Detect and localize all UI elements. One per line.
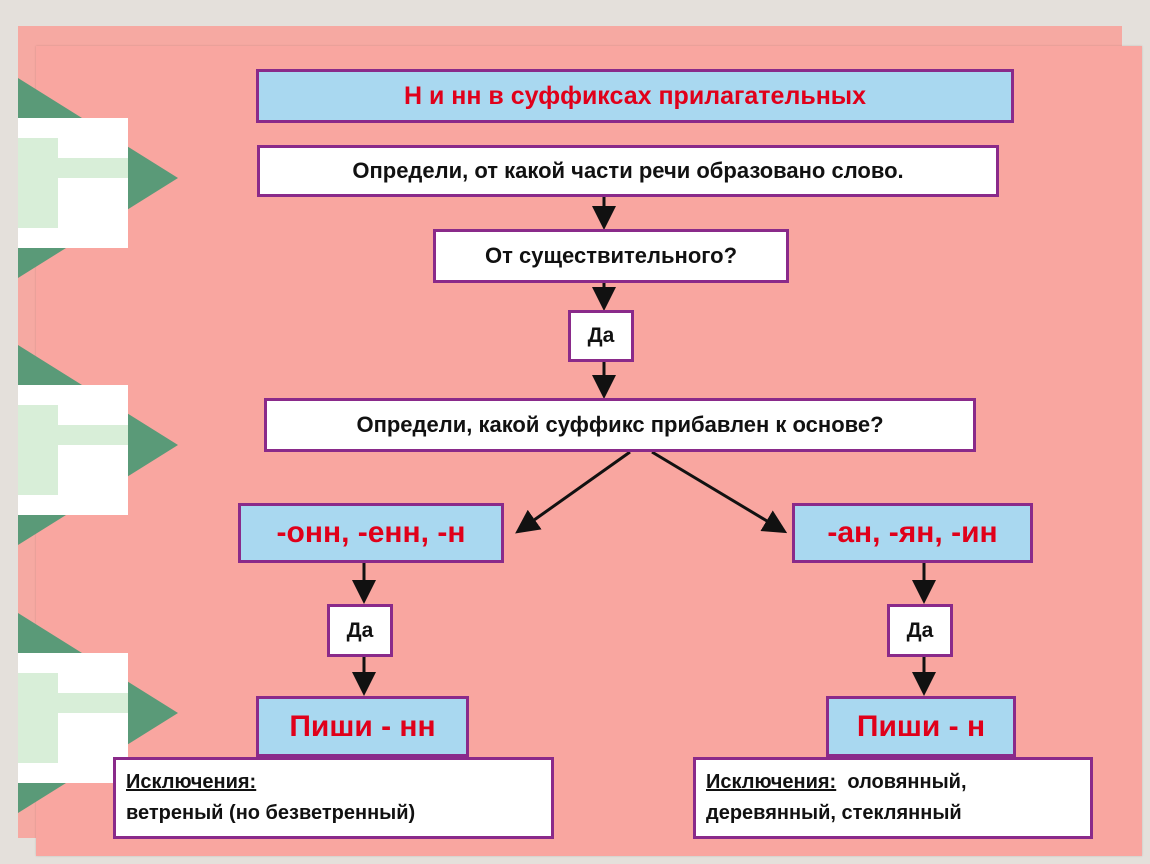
- step-from-noun: От существительного?: [433, 229, 789, 283]
- right-suffixes: -ан, -ян, -ин: [792, 503, 1033, 563]
- right-exceptions-line1: Исключения: оловянный,: [706, 767, 967, 798]
- yes-right: Да: [887, 604, 953, 657]
- right-rule: Пиши - н: [826, 696, 1016, 757]
- decorative-arrow-shape-bottom: [18, 613, 178, 813]
- right-exceptions-text: деревянный, стеклянный: [706, 802, 962, 824]
- right-exceptions: Исключения: оловянный, деревянный, стекл…: [693, 757, 1093, 839]
- left-exceptions: Исключения: ветреный (но безветренный): [113, 757, 554, 839]
- decorative-arrow-shape-middle: [18, 345, 178, 545]
- left-suffixes: -онн, -енн, -н: [238, 503, 504, 563]
- left-exceptions-header: Исключения:: [126, 771, 257, 793]
- yes-center: Да: [568, 310, 634, 362]
- right-exceptions-header: Исключения:: [706, 771, 837, 793]
- step-part-of-speech: Определи, от какой части речи образовано…: [257, 145, 999, 197]
- diagram-title: Н и нн в суффиксах прилагательных: [256, 69, 1014, 123]
- yes-left: Да: [327, 604, 393, 657]
- right-exceptions-inline: оловянный,: [847, 771, 967, 793]
- step-which-suffix: Определи, какой суффикс прибавлен к осно…: [264, 398, 976, 452]
- left-exceptions-text: ветреный (но безветренный): [126, 802, 416, 824]
- decorative-arrow-shape-top: [18, 78, 178, 278]
- left-rule: Пиши - нн: [256, 696, 469, 757]
